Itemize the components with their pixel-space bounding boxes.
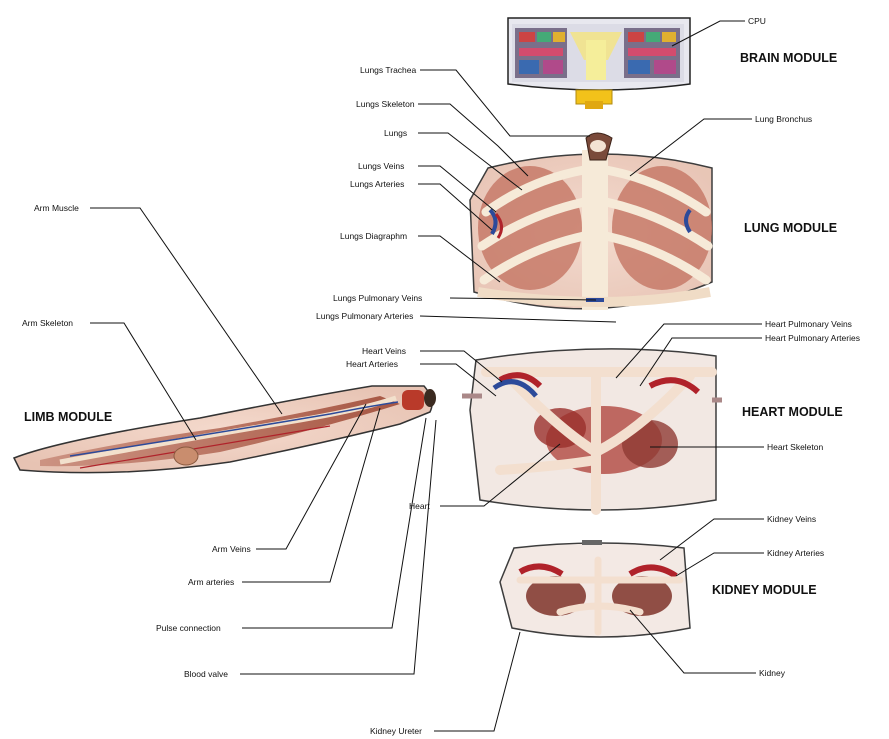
leader-blood-valve	[240, 420, 436, 674]
limb-module	[14, 386, 436, 473]
label-kidney-veins: Kidney Veins	[767, 514, 816, 524]
label-lungs-skeleton: Lungs Skeleton	[356, 99, 415, 109]
label-lungs-diagraphm: Lungs Diagraphm	[340, 231, 407, 241]
label-pulse-connection: Pulse connection	[156, 623, 221, 633]
label-heart-arteries: Heart Arteries	[346, 359, 398, 369]
leader-lungs-pulmonary-arteries	[420, 316, 616, 322]
label-lungs: Lungs	[384, 128, 407, 138]
brain-module-title: BRAIN MODULE	[740, 51, 837, 65]
cpu-board-right	[624, 28, 680, 78]
label-lungs-arteries: Lungs Arteries	[350, 179, 404, 189]
lung-module	[470, 133, 712, 310]
label-blood-valve: Blood valve	[184, 669, 228, 679]
leader-kidney-ureter	[434, 632, 520, 731]
label-cpu: CPU	[748, 16, 766, 26]
heart-module-title: HEART MODULE	[742, 405, 843, 419]
label-lung-bronchus: Lung Bronchus	[755, 114, 812, 124]
leader-arm-muscle	[90, 208, 282, 414]
kidney-module-title: KIDNEY MODULE	[712, 583, 817, 597]
lung-module-title: LUNG MODULE	[744, 221, 837, 235]
label-kidney: Kidney	[759, 668, 786, 678]
leader-kidney-arteries	[676, 553, 764, 576]
label-arm-muscle: Arm Muscle	[34, 203, 79, 213]
brain-module	[508, 18, 690, 109]
label-kidney-ureter: Kidney Ureter	[370, 726, 422, 736]
heart-module	[462, 349, 722, 510]
label-arm-skeleton: Arm Skeleton	[22, 318, 73, 328]
label-arm-arteries: Arm arteries	[188, 577, 234, 587]
limb-module-title: LIMB MODULE	[24, 410, 112, 424]
cpu-board-left	[515, 28, 567, 78]
label-lungs-veins: Lungs Veins	[358, 161, 404, 171]
kidney-module	[500, 540, 690, 637]
label-lungs-trachea: Lungs Trachea	[360, 65, 417, 75]
label-lungs-pulmonary-arteries: Lungs Pulmonary Arteries	[316, 311, 413, 321]
label-heart-pulmonary-veins: Heart Pulmonary Veins	[765, 319, 852, 329]
label-heart-pulmonary-arteries: Heart Pulmonary Arteries	[765, 333, 860, 343]
label-heart-veins: Heart Veins	[362, 346, 406, 356]
label-heart-skeleton: Heart Skeleton	[767, 442, 823, 452]
label-arm-veins: Arm Veins	[212, 544, 251, 554]
label-heart: Heart	[409, 501, 430, 511]
label-kidney-arteries: Kidney Arteries	[767, 548, 824, 558]
label-lungs-pulmonary-veins: Lungs Pulmonary Veins	[333, 293, 422, 303]
